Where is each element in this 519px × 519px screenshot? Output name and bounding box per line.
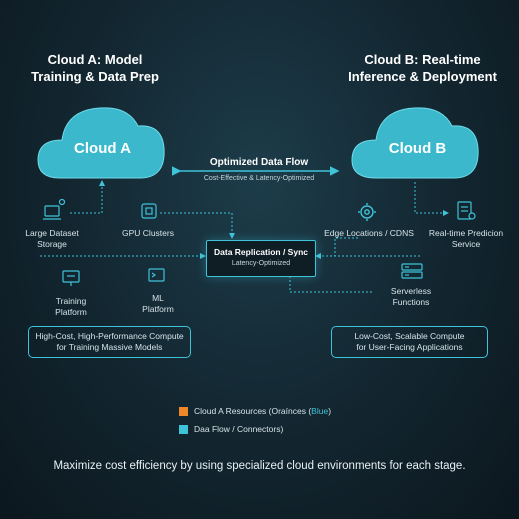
legend-item-flow: Daa Flow / Connectors) [179,422,399,436]
sync-title: Data Replication / Sync [214,247,308,257]
cloud-b-heading-line2: Inference & Deployment [348,69,497,84]
cloud-a-name: Cloud A [74,140,131,157]
legend-orange-swatch [179,406,188,416]
cloud-b-heading-line1: Cloud B: Real-time [364,52,481,67]
sync-down-connector [287,271,372,293]
storage-icon [43,198,66,220]
server-icon [401,263,423,279]
flow-subtitle: Cost-Effective & Latency-Optimized [203,175,315,182]
gear-icon [358,203,376,221]
document-icon [457,201,476,220]
cloud-a-shape [37,107,165,179]
training-label: Training Platform [55,296,87,317]
gpu-label: GPU Clusters [122,228,174,238]
legend-teal-swatch [179,424,188,434]
monitor-icon [62,270,80,286]
realtime-label: Real-time Predicion Service [428,228,504,249]
cloud-b-heading: Cloud B: Real-time Inference & Deploymen… [340,51,505,85]
left-compute-box: High-Cost, High-Performance Compute for … [28,326,191,358]
cloud-b-name: Cloud B [388,140,447,157]
legend: Cloud A Resources (Oraínces (Blue) Daa F… [179,404,399,436]
serverless-label: Serverless Functions [390,286,432,307]
cloud-b-shape [351,107,479,179]
storage-label: Large Dataset Storage [25,228,79,249]
flow-title: Optimized Data Flow [209,157,309,168]
cloud-a-heading-line2: Training & Data Prep [31,69,159,84]
cloud-b-to-service-connector [414,182,449,216]
cloud-a-heading-line1: Cloud A: Model [47,52,143,67]
gpu-chip-icon [141,203,157,219]
right-compute-box: Low-Cost, Scalable Compute for User-Faci… [331,326,488,358]
gpu-to-sync-connector [160,212,235,239]
storage-to-cloud-a-connector [70,180,105,214]
legend-item-cloud-a: Cloud A Resources (Oraínces (Blue) [179,404,399,418]
terminal-icon [148,268,165,282]
ml-label: ML Platform [142,293,174,314]
sync-subtitle: Latency-Optimized [231,260,291,267]
sync-box: Data Replication / Sync Latency-Optimize… [206,240,316,277]
cloud-a-heading: Cloud A: Model Training & Data Prep [20,51,170,85]
footer-caption: Maximize cost efficiency by using specia… [53,460,466,472]
sync-to-edge-connector [314,237,358,257]
edge-label: Edge Locations / CDNS [324,228,414,238]
